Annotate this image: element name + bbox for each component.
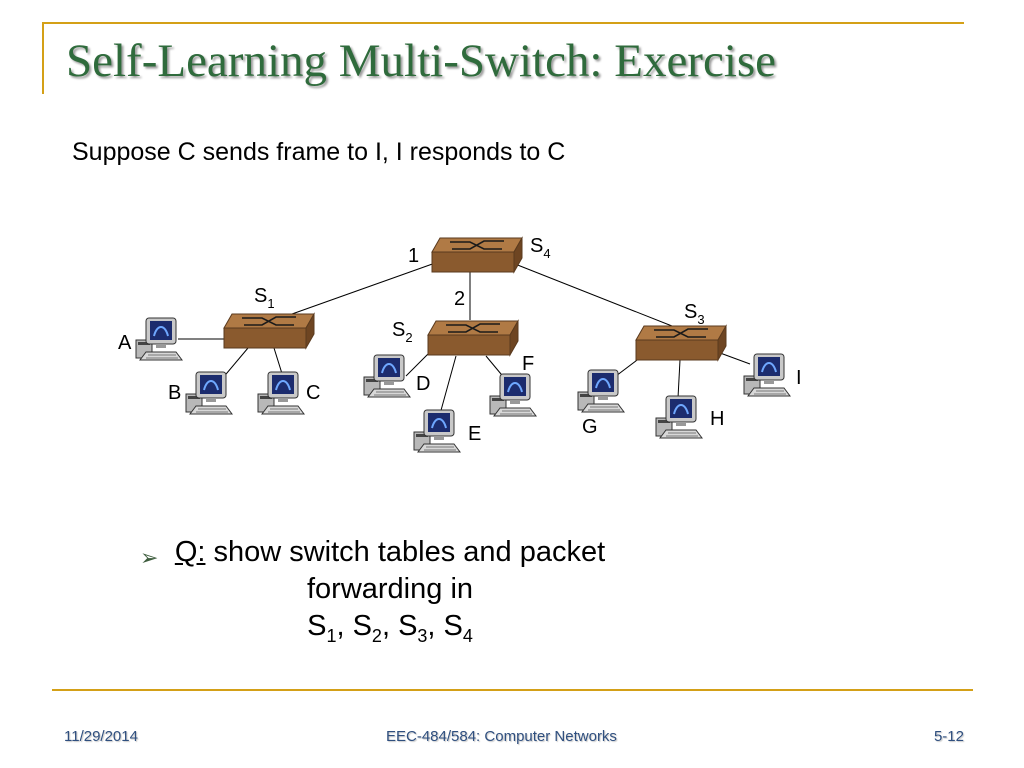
switch-s1-sub: 1	[267, 296, 274, 311]
host-g: G	[577, 369, 625, 438]
switch-s3-sub: 3	[697, 312, 704, 327]
host-i-label: I	[796, 367, 802, 389]
host-h-label: H	[710, 408, 724, 430]
switch-icon	[427, 320, 519, 356]
host-f: F	[489, 353, 537, 417]
link-s4-s3	[509, 261, 673, 327]
host-c: C	[257, 371, 320, 415]
host-i: I	[743, 353, 802, 397]
svg-text:S3: S3	[684, 301, 705, 327]
computer-icon	[489, 373, 537, 417]
switch-icon	[223, 313, 315, 349]
host-e: E	[413, 409, 481, 453]
footer-page-number: 5-12	[933, 728, 964, 745]
svg-text:S2: S2	[392, 319, 413, 345]
host-e-label: E	[468, 423, 481, 445]
footer-divider	[52, 689, 973, 691]
switch-icon	[431, 237, 523, 273]
computer-icon	[135, 317, 183, 361]
computer-icon	[257, 371, 305, 415]
switch-s4-sub: 4	[543, 246, 550, 261]
computer-icon	[655, 395, 703, 439]
computer-icon	[363, 354, 411, 398]
question-prefix: Q:	[174, 536, 206, 568]
computer-icon	[413, 409, 461, 453]
link-s3-h	[677, 359, 681, 399]
slide-title: Self-Learning Multi-Switch: Exercise	[66, 35, 777, 87]
computer-icon	[743, 353, 791, 397]
host-d-label: D	[416, 373, 430, 395]
footer-course: EEC-484/584: Computer Networks	[386, 728, 617, 745]
arrow-bullet-icon: ➢	[140, 545, 159, 570]
switch-s2-sub: 2	[405, 330, 412, 345]
title-frame-top	[42, 22, 964, 24]
network-diagram: S4 S1 S2 S3 1 2 A B C D E F G	[118, 235, 802, 453]
switch-s1-label: S	[254, 285, 267, 307]
question-text: show switch tables and packet forwarding…	[213, 536, 606, 605]
footer-date: 11/29/2014	[64, 728, 138, 745]
switch-icon	[635, 325, 727, 361]
switch-s4: S4	[431, 235, 551, 273]
computer-icon	[577, 369, 625, 413]
port-label-2: 2	[454, 288, 465, 310]
host-d: D	[363, 354, 430, 398]
host-h: H	[655, 395, 724, 439]
host-f-label: F	[522, 353, 534, 375]
title-frame-left	[42, 22, 44, 94]
svg-text:S4: S4	[530, 235, 551, 261]
host-b-label: B	[168, 382, 181, 404]
slide-subtitle: Suppose C sends frame to I, I responds t…	[72, 138, 566, 166]
switch-s2-label: S	[392, 319, 405, 341]
switch-s3: S3	[635, 301, 727, 361]
host-a-label: A	[118, 332, 132, 354]
port-label-1: 1	[408, 245, 419, 267]
link-s4-s1	[291, 261, 439, 315]
host-a: A	[118, 317, 183, 361]
svg-text:S1: S1	[254, 285, 275, 311]
switch-s1: S1	[223, 285, 315, 349]
switch-s3-label: S	[684, 301, 697, 323]
question-switch-list: S1, S2, S3, S4	[307, 610, 473, 646]
question-bullet: ➢ Q:show switch tables and packet forwar…	[140, 534, 640, 655]
switch-s2: S2	[392, 319, 519, 356]
switch-s4-label: S	[530, 235, 543, 257]
link-s2-e	[439, 355, 457, 415]
host-g-label: G	[582, 416, 598, 438]
computer-icon	[185, 371, 233, 415]
host-b: B	[168, 371, 233, 415]
host-c-label: C	[306, 382, 320, 404]
